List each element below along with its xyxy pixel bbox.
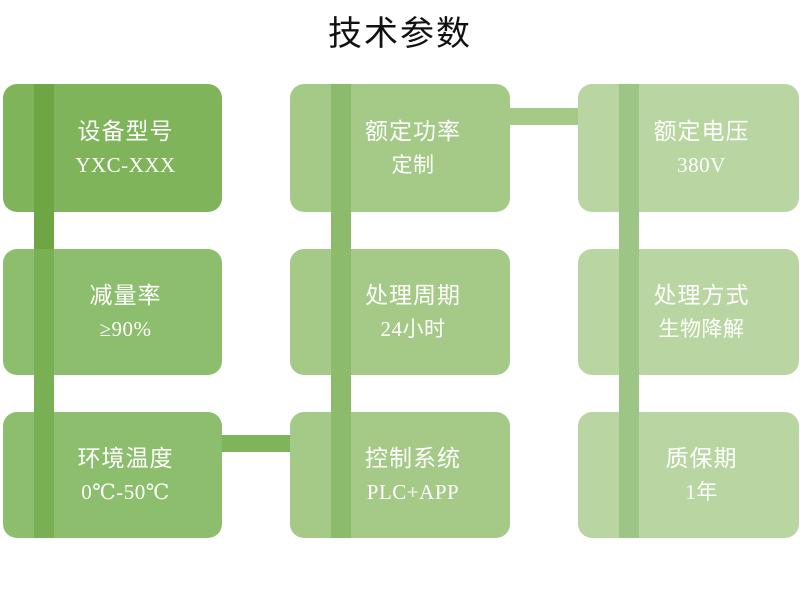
card-value: 1年 [685, 480, 718, 504]
card-label: 环境温度 [77, 446, 174, 471]
card-ambient-temperature[interactable]: 环境温度 0℃-50℃ [3, 412, 222, 538]
card-text-block: 设备型号 YXC-XXX [3, 84, 222, 212]
card-rated-voltage[interactable]: 额定电压 380V [578, 84, 799, 212]
card-accent-stripe [34, 412, 54, 538]
card-label: 设备型号 [77, 119, 174, 144]
connector-h-row1-col2-col3 [505, 108, 585, 125]
card-accent-stripe [619, 412, 639, 538]
card-value: PLC+APP [366, 480, 460, 504]
card-treatment-method[interactable]: 处理方式生物降解 [578, 249, 799, 375]
card-text-block: 处理周期 24小时 [290, 249, 510, 375]
card-label: 减量率 [89, 283, 162, 308]
card-treatment-cycle[interactable]: 处理周期 24小时 [290, 249, 510, 375]
card-accent-stripe [331, 84, 351, 212]
connector-v-col3-row2-row3 [619, 368, 639, 420]
card-reduction-rate[interactable]: 减量率 ≥90% [3, 249, 222, 375]
card-value: 24小时 [380, 317, 446, 341]
card-value: 生物降解 [658, 317, 745, 341]
card-text-block: 控制系统 PLC+APP [290, 412, 510, 538]
card-value: ≥90% [99, 317, 152, 341]
connector-h-row3-col1-col2 [214, 435, 294, 452]
card-value: 380V [677, 153, 726, 177]
card-accent-stripe [331, 412, 351, 538]
card-accent-stripe [34, 249, 54, 375]
card-text-block: 减量率 ≥90% [3, 249, 222, 375]
card-value: 定制 [391, 153, 435, 177]
card-accent-stripe [34, 84, 54, 212]
card-text-block: 额定功率定制 [290, 84, 510, 212]
card-label: 额定功率 [365, 119, 461, 144]
card-control-system[interactable]: 控制系统 PLC+APP [290, 412, 510, 538]
card-label: 处理周期 [365, 283, 461, 308]
card-accent-stripe [331, 249, 351, 375]
connector-v-col1-row2-row3 [34, 368, 54, 420]
card-label: 质保期 [665, 446, 738, 471]
card-accent-stripe [619, 249, 639, 375]
card-rated-power[interactable]: 额定功率定制 [290, 84, 510, 212]
card-label: 额定电压 [653, 119, 750, 144]
connector-v-col2-row1-row2 [331, 205, 351, 257]
connector-v-col2-row2-row3 [331, 368, 351, 420]
card-text-block: 环境温度 0℃-50℃ [3, 412, 222, 538]
card-text-block: 额定电压 380V [578, 84, 799, 212]
card-label: 处理方式 [653, 283, 750, 308]
card-value: YXC-XXX [75, 153, 176, 177]
card-value: 0℃-50℃ [81, 480, 170, 504]
card-device-model[interactable]: 设备型号 YXC-XXX [3, 84, 222, 212]
page-title: 技术参数 [328, 16, 472, 53]
connector-v-col1-row1-row2 [34, 205, 54, 257]
card-text-block: 质保期 1年 [578, 412, 799, 538]
card-text-block: 处理方式生物降解 [578, 249, 799, 375]
card-label: 控制系统 [365, 446, 461, 471]
card-warranty-period[interactable]: 质保期 1年 [578, 412, 799, 538]
card-accent-stripe [619, 84, 639, 212]
connector-v-col3-row1-row2 [619, 205, 639, 257]
